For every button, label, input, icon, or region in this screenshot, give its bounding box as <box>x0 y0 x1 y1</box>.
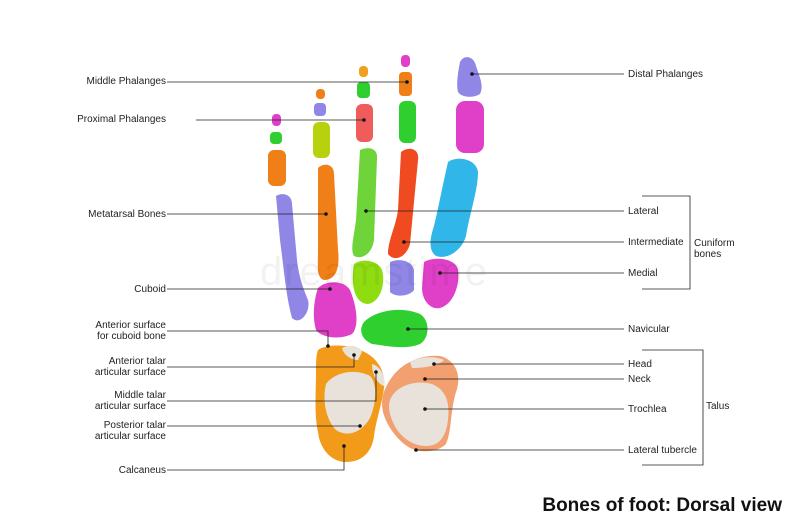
label-middle-talar: Middle talar articular surface <box>95 390 166 412</box>
middle-phalanx-5 <box>270 132 282 144</box>
diagram-title: Bones of foot: Dorsal view <box>542 495 782 516</box>
label-lateral-tubercle: Lateral tubercle <box>628 445 697 456</box>
middle-phalanx-2 <box>399 72 412 96</box>
proximal-phalanx-4 <box>313 122 330 158</box>
navicular-bone <box>361 309 428 348</box>
label-middle-talar-line1: Middle talar <box>114 390 166 401</box>
label-cuniform-bones: Cuniform bones <box>694 238 735 260</box>
watermark: dreamstime <box>260 250 489 294</box>
label-cuniform-line2: bones <box>694 249 722 260</box>
label-lateral: Lateral <box>628 206 659 217</box>
proximal-phalanx-1 <box>456 101 484 153</box>
label-anterior-surface-line1: Anterior surface <box>95 320 166 331</box>
proximal-phalanx-3 <box>356 104 373 142</box>
metatarsal-2 <box>388 148 419 259</box>
label-head: Head <box>628 359 652 370</box>
calcaneus-middle-surface <box>372 364 385 386</box>
label-middle-phalanges: Middle Phalanges <box>86 76 167 87</box>
proximal-phalanx-5 <box>268 150 286 186</box>
distal-phalanx-1 <box>457 57 482 97</box>
toe-1 <box>430 57 484 257</box>
lateral-cuneiform <box>352 260 384 304</box>
label-cuboid: Cuboid <box>134 284 166 295</box>
label-anterior-surface-line2: for cuboid bone <box>97 331 166 342</box>
label-anterior-talar-line1: Anterior talar <box>108 356 166 367</box>
talus-head-surface <box>410 357 444 368</box>
label-posterior-talar-line2: articular surface <box>94 431 166 442</box>
leader-dots-right <box>364 72 474 452</box>
intermediate-cuneiform <box>390 260 414 296</box>
distal-phalanx-2 <box>401 55 410 67</box>
label-anterior-talar: Anterior talar articular surface <box>95 356 166 378</box>
label-proximal-phalanges: Proximal Phalanges <box>77 114 166 125</box>
label-cuniform-line1: Cuniform <box>694 238 735 249</box>
leader-lines-right <box>366 73 704 466</box>
talus-trochlea-surface <box>389 382 449 446</box>
middle-phalanx-3 <box>357 82 370 98</box>
label-posterior-talar: Posterior talar articular surface <box>95 420 166 442</box>
label-anterior-talar-line2: articular surface <box>94 367 166 378</box>
label-talus: Talus <box>706 401 730 412</box>
label-distal-phalanges: Distal Phalanges <box>628 69 704 80</box>
label-neck: Neck <box>628 374 651 385</box>
label-trochlea: Trochlea <box>628 404 667 415</box>
calcaneus-anterior-surface <box>342 345 362 360</box>
metatarsal-4 <box>317 164 339 280</box>
label-navicular: Navicular <box>628 324 670 335</box>
metatarsal-1 <box>430 158 478 257</box>
middle-phalanx-4 <box>314 103 326 116</box>
toe-2 <box>388 55 419 259</box>
leader-dots-left <box>324 80 409 448</box>
label-anterior-surface-cuboid: Anterior surface for cuboid bone <box>95 320 166 342</box>
label-metatarsal-bones: Metatarsal Bones <box>88 209 166 220</box>
talus-bone <box>382 355 459 452</box>
label-intermediate: Intermediate <box>628 237 684 248</box>
label-middle-talar-line2: articular surface <box>94 401 166 412</box>
leader-lines-left <box>167 81 407 471</box>
toe-4 <box>313 89 339 280</box>
distal-phalanx-4 <box>316 89 325 99</box>
proximal-phalanx-2 <box>399 101 416 143</box>
calcaneus-posterior-surface <box>324 371 376 434</box>
label-posterior-talar-line1: Posterior talar <box>103 420 166 431</box>
medial-cuneiform <box>422 258 459 309</box>
label-medial: Medial <box>628 268 658 279</box>
distal-phalanx-3 <box>359 66 368 77</box>
metatarsal-3 <box>352 148 378 258</box>
toe-3 <box>352 66 378 258</box>
calcaneus-bone <box>315 345 385 462</box>
label-calcaneus: Calcaneus <box>118 465 166 476</box>
cuboid-bone <box>313 282 357 338</box>
